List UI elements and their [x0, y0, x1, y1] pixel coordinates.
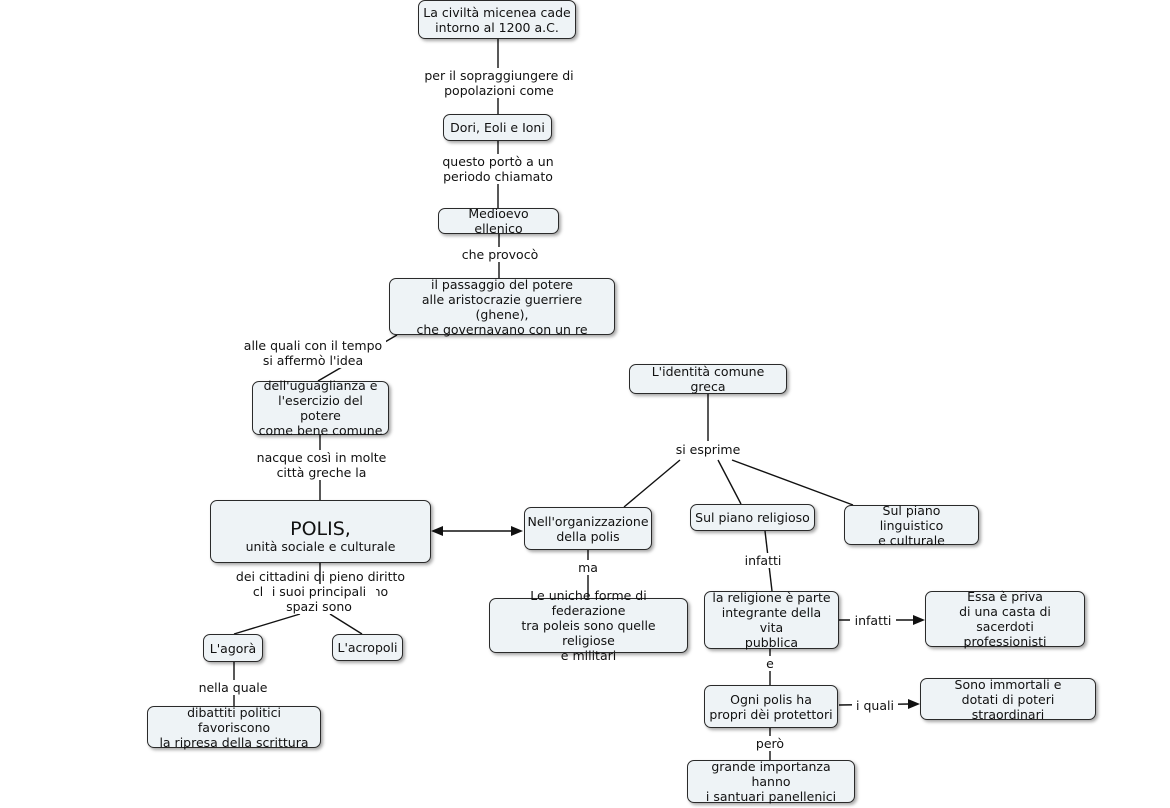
- link-label-ma: ma: [575, 560, 601, 575]
- link-label-nella-quale: nella quale: [194, 680, 272, 695]
- connector-line: [329, 613, 363, 635]
- link-label-i-quali: i quali: [852, 698, 898, 713]
- link-label-sopraggiungere: per il sopraggiungere di popolazioni com…: [418, 68, 580, 98]
- link-label-pero: però: [754, 736, 786, 751]
- polis-title: POLIS,: [290, 518, 351, 540]
- link-label-nacque: nacque così in molte città greche la: [251, 450, 392, 480]
- concept-medioevo[interactable]: Medioevo ellenico: [438, 206, 559, 236]
- link-label-spazi: i suoi principali spazi sono: [262, 584, 376, 614]
- concept-passaggio[interactable]: il passaggio del potere alle aristocrazi…: [389, 277, 615, 337]
- link-label-si-esprime: si esprime: [670, 442, 746, 457]
- concept-identita[interactable]: L'identità comune greca: [629, 364, 787, 394]
- arrowhead-right-icon: [511, 526, 523, 536]
- concept-micenea[interactable]: La civiltà micenea cade intorno al 1200 …: [418, 0, 576, 39]
- concept-acropoli[interactable]: L'acropoli: [332, 634, 403, 661]
- link-label-alle-quali: alle quali con il tempo si affermò l'ide…: [240, 338, 386, 368]
- arrowhead-left-icon: [431, 526, 443, 536]
- concept-federazione[interactable]: Le uniche forme di federazione tra polei…: [489, 588, 688, 663]
- connector-line: [717, 459, 742, 505]
- polis-subtitle: unità sociale e culturale: [245, 539, 396, 554]
- concept-santuari[interactable]: grande importanza hanno i santuari panel…: [687, 759, 855, 804]
- connector-line: [623, 459, 681, 508]
- connector-line: [731, 459, 854, 506]
- connector-line: [233, 613, 301, 635]
- concept-linguistico[interactable]: Sul piano linguistico e culturale: [844, 503, 979, 548]
- concept-uguaglianza[interactable]: dell'uguaglianza e l'esercizio del poter…: [252, 378, 389, 438]
- arrowhead-right-icon: [908, 699, 920, 709]
- concept-dori[interactable]: Dori, Eoli e Ioni: [443, 114, 552, 141]
- concept-dibattiti[interactable]: dibattiti politici favoriscono la ripres…: [147, 705, 321, 750]
- link-label-provoco: che provocò: [456, 247, 544, 262]
- arrowhead-right-icon: [913, 615, 925, 625]
- concept-immortali[interactable]: Sono immortali e dotati di poteri straor…: [920, 677, 1096, 722]
- concept-religione[interactable]: la religione è parte integrante della vi…: [704, 590, 839, 650]
- link-label-e: e: [763, 656, 777, 671]
- link-label-infatti-1: infatti: [741, 553, 785, 568]
- concept-polis[interactable]: POLIS, unità sociale e culturale dei cit…: [210, 500, 431, 599]
- link-label-porto: questo portò a un periodo chiamato: [432, 154, 564, 184]
- concept-dei[interactable]: Ogni polis ha propri dèi protettori: [704, 685, 838, 728]
- concept-sacerdoti[interactable]: Essa è priva di una casta di sacerdoti p…: [925, 589, 1085, 649]
- concept-organizzazione[interactable]: Nell'organizzazione della polis: [524, 507, 652, 550]
- concept-religioso[interactable]: Sul piano religioso: [690, 504, 815, 531]
- concept-agora[interactable]: L'agorà: [203, 634, 263, 662]
- link-label-infatti-2: infatti: [850, 613, 896, 628]
